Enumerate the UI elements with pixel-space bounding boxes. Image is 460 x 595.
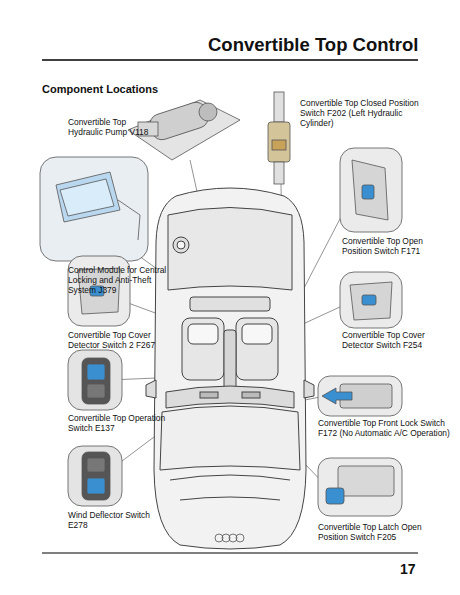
header-rule xyxy=(42,59,418,61)
part-label: Convertible Top Open Position Switch F17… xyxy=(342,236,424,256)
switch-inset xyxy=(68,350,122,410)
part-label: Convertible Top Cover Detector Switch 2 … xyxy=(68,330,178,350)
switch-inset xyxy=(318,376,402,416)
section-heading: Component Locations xyxy=(42,82,242,96)
part-label: Wind Deflector Switch E278 xyxy=(68,510,152,530)
part-label: Control Module for Central Locking and A… xyxy=(68,265,176,295)
module-inset xyxy=(40,157,148,261)
switch-inset xyxy=(318,458,402,516)
part-label: Convertible Top Hydraulic Pump V118 xyxy=(68,117,156,137)
part-label: Convertible Top Operation Switch E137 xyxy=(68,413,168,433)
page-number: 17 xyxy=(400,561,430,578)
switch-inset xyxy=(340,272,402,328)
part-label: Convertible Top Cover Detector Switch F2… xyxy=(342,330,442,350)
switch-inset xyxy=(68,446,122,506)
cylinder-inset xyxy=(268,92,290,184)
part-label: Convertible Top Closed Position Switch F… xyxy=(300,98,430,128)
page-title: Convertible Top Control xyxy=(208,34,418,56)
part-label: Convertible Top Front Lock Switch F172 (… xyxy=(318,418,450,438)
footer-rule xyxy=(42,553,418,554)
part-label: Convertible Top Latch Open Position Swit… xyxy=(318,522,452,542)
switch-inset xyxy=(340,148,402,232)
car-top-view xyxy=(146,188,314,549)
